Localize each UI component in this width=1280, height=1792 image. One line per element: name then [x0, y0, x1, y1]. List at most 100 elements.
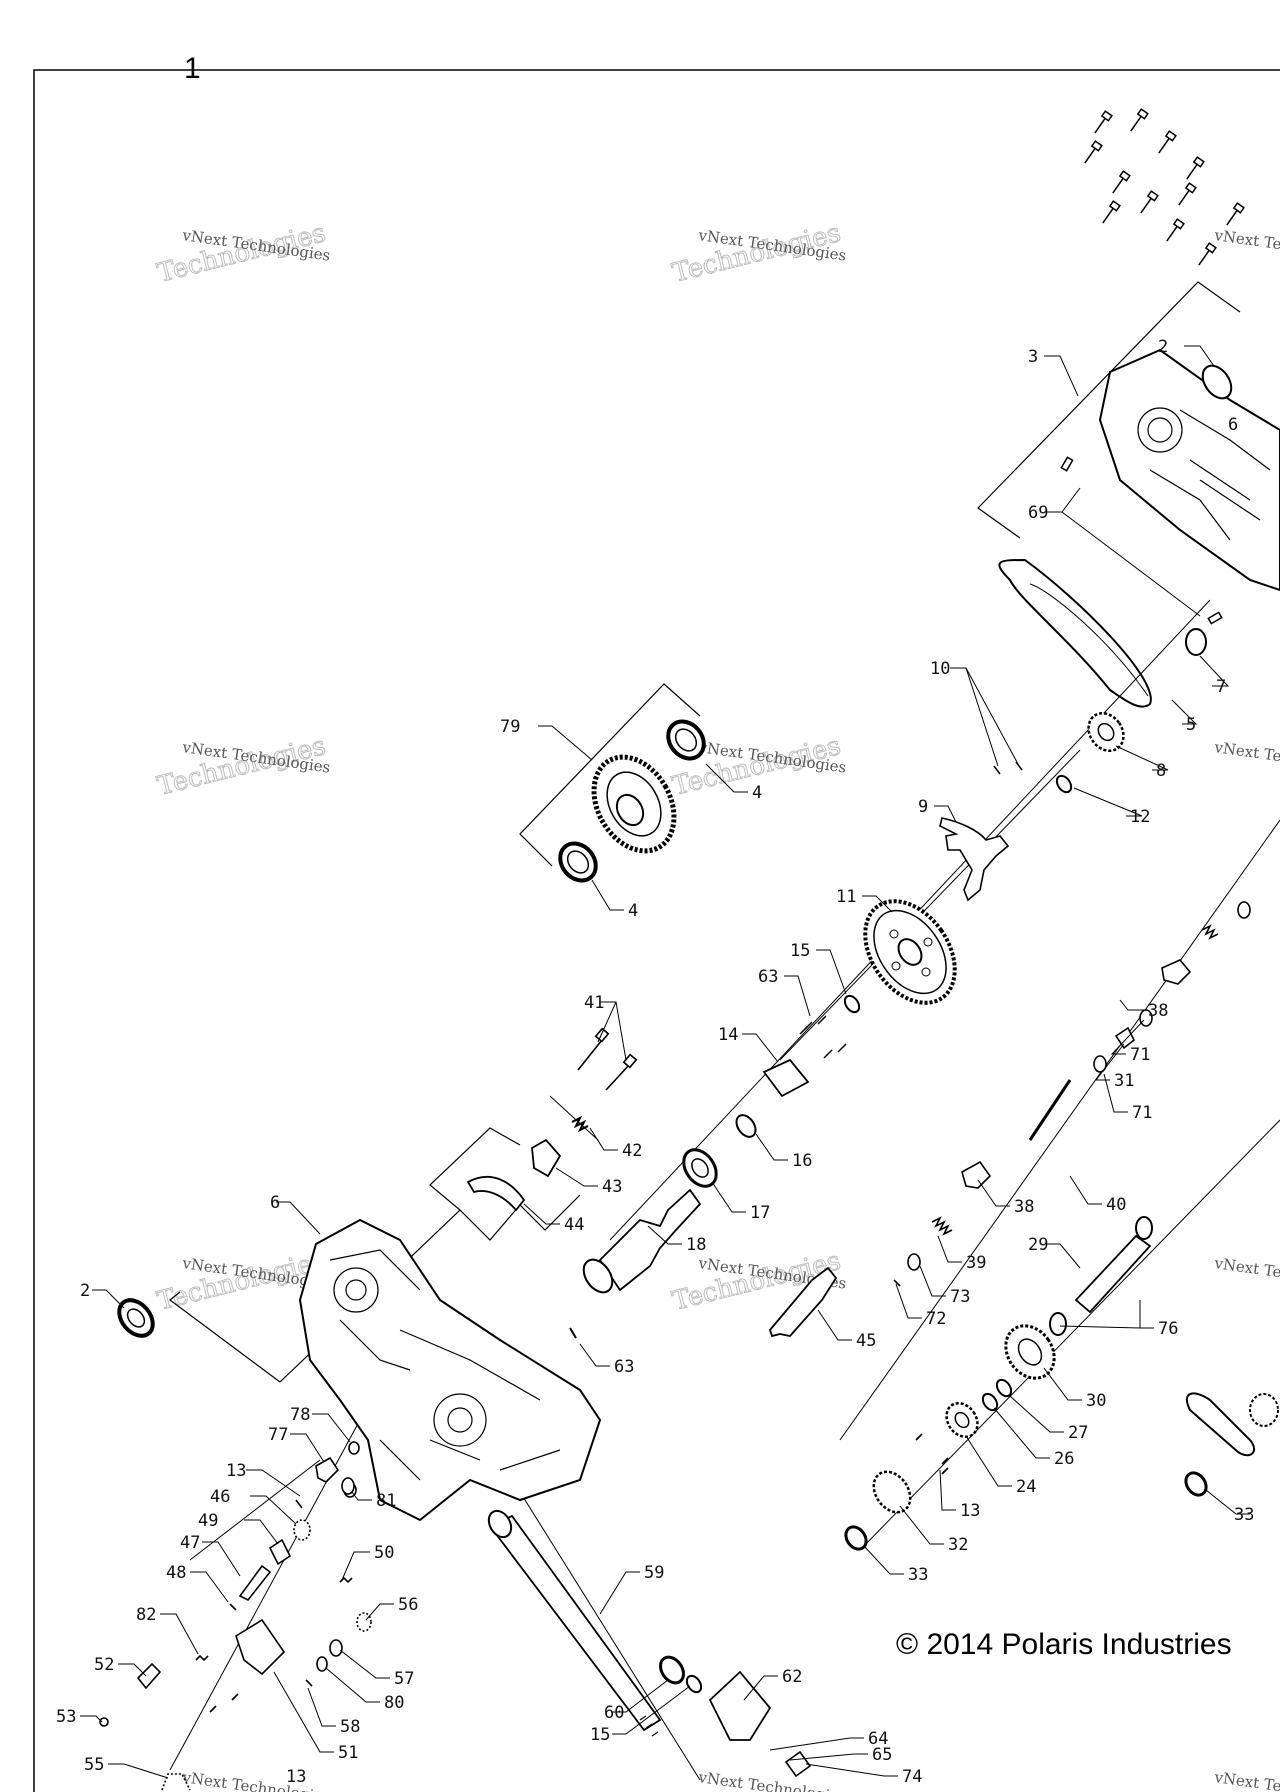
- callout-27: 27: [1068, 1423, 1088, 1443]
- detent-icon: [531, 1138, 562, 1178]
- idler-gear-icon: [591, 754, 677, 854]
- shift-shaft-icon: [768, 1266, 838, 1338]
- callout-72: 72: [926, 1309, 946, 1329]
- drive-shaft-icon: [487, 1509, 662, 1737]
- callout-18: 18: [686, 1235, 706, 1255]
- callout-52: 52: [94, 1655, 114, 1675]
- watermark: Technologies vNext Technologies: [154, 218, 332, 290]
- callout-42: 42: [622, 1141, 642, 1161]
- gearcase-housing-icon: [298, 1218, 602, 1522]
- watermark-text: vNext Technologies: [1212, 1768, 1280, 1792]
- group-brackets: [169, 281, 1241, 1383]
- callout-40: 40: [1106, 1195, 1126, 1215]
- gear-icon: [863, 899, 957, 1005]
- callout-65: 65: [872, 1745, 892, 1765]
- callout-78: 78: [290, 1405, 310, 1425]
- callout-39: 39: [966, 1253, 986, 1273]
- leader-lines: [80, 345, 1250, 1779]
- drive-belt-icon: [998, 558, 1152, 708]
- bearing-plate-icon: [762, 1058, 810, 1098]
- snap-ring-icon: [685, 1674, 703, 1694]
- bearing-icon: [1185, 628, 1207, 656]
- callout-43: 43: [602, 1177, 622, 1197]
- callout-63: 63: [758, 967, 778, 987]
- callout-69: 69: [1028, 503, 1048, 523]
- watermark: Technologies vNext Technologies: [669, 218, 848, 290]
- watermark: Technologies vNext Technologies: [154, 731, 332, 803]
- callout-8: 8: [1156, 761, 1166, 781]
- callout-14: 14: [718, 1025, 738, 1045]
- watermark-text: vNext Technologies: [1212, 1254, 1280, 1293]
- bearing-icon: [666, 719, 706, 761]
- callout-15b: 15: [590, 1725, 610, 1745]
- callout-10: 10: [930, 659, 950, 679]
- screw-icon: [915, 1433, 949, 1475]
- callout-80: 80: [384, 1693, 404, 1713]
- drawing-frame: [33, 69, 1280, 1792]
- seal-icon: [117, 1298, 155, 1338]
- callout-2b: 2: [80, 1281, 90, 1301]
- bolt-icon: [577, 1027, 638, 1091]
- bearing-icon: [682, 1148, 718, 1188]
- callout-64: 64: [868, 1729, 888, 1749]
- seal-icon: [659, 1655, 685, 1685]
- callout-15: 15: [790, 941, 810, 961]
- bracket-icon: [466, 1175, 526, 1212]
- callout-30: 30: [1086, 1391, 1106, 1411]
- copyright-notice: © 2014 Polaris Industries: [896, 1628, 1232, 1661]
- shift-fork-icon: [939, 817, 1010, 902]
- callout-55: 55: [84, 1755, 104, 1775]
- callout-44: 44: [564, 1215, 584, 1235]
- callout-2: 2: [1158, 337, 1168, 357]
- callout-13b: 13: [226, 1461, 246, 1481]
- callout-38: 38: [1148, 1001, 1168, 1021]
- callout-26: 26: [1054, 1449, 1074, 1469]
- callout-58: 58: [340, 1717, 360, 1737]
- watermark-text: vNext Technologies: [180, 1768, 331, 1792]
- callout-45: 45: [856, 1331, 876, 1351]
- snap-ring-icon: [1055, 774, 1073, 794]
- callout-51: 51: [338, 1743, 358, 1763]
- callout-17: 17: [750, 1203, 770, 1223]
- snap-ring-icon: [995, 1378, 1013, 1398]
- callout-31: 31: [1114, 1071, 1134, 1091]
- callout-76: 76: [1158, 1319, 1178, 1339]
- callout-32: 32: [948, 1535, 968, 1555]
- bolt-set-icon: [1084, 108, 1245, 266]
- callout-4b: 4: [628, 901, 638, 921]
- sheet-number: 1: [184, 52, 201, 85]
- callout-labels: 2 3 69 7 5 8 12 9 10 11 15 63 14 16 17 1…: [56, 337, 1254, 1787]
- callout-48: 48: [166, 1563, 186, 1583]
- callout-4: 4: [752, 783, 762, 803]
- callout-73: 73: [950, 1287, 970, 1307]
- output-shaft-icon: [1049, 1216, 1153, 1336]
- callout-47: 47: [180, 1533, 200, 1553]
- callout-3: 3: [1028, 347, 1038, 367]
- gear-icon: [1004, 1324, 1056, 1380]
- callout-77: 77: [268, 1425, 288, 1445]
- callout-81: 81: [376, 1491, 396, 1511]
- coupler-icon: [708, 1670, 772, 1741]
- watermark-text: vNext Technologies: [1212, 738, 1280, 777]
- washer-icon: [843, 994, 861, 1014]
- callout-63b: 63: [614, 1357, 634, 1377]
- callout-71b: 71: [1132, 1103, 1152, 1123]
- bearing-icon: [558, 841, 598, 883]
- screw-icon: [569, 1327, 577, 1339]
- callout-71: 71: [1130, 1045, 1150, 1065]
- callout-9: 9: [918, 797, 928, 817]
- sprocket-icon: [1087, 711, 1125, 753]
- callout-49: 49: [198, 1511, 218, 1531]
- callout-11: 11: [836, 887, 856, 907]
- screw-icon: [799, 1015, 847, 1059]
- transmission-cover-icon: [1098, 348, 1280, 592]
- callout-62: 62: [782, 1667, 802, 1687]
- hub-icon: [945, 1401, 979, 1439]
- callout-74: 74: [902, 1767, 922, 1787]
- callout-41: 41: [584, 993, 604, 1013]
- o-ring-icon: [735, 1114, 757, 1138]
- spring-pin-icon: [993, 761, 1023, 775]
- watermark-text: vNext Technologies: [1212, 226, 1280, 265]
- callout-82: 82: [136, 1605, 156, 1625]
- callout-50: 50: [374, 1543, 394, 1563]
